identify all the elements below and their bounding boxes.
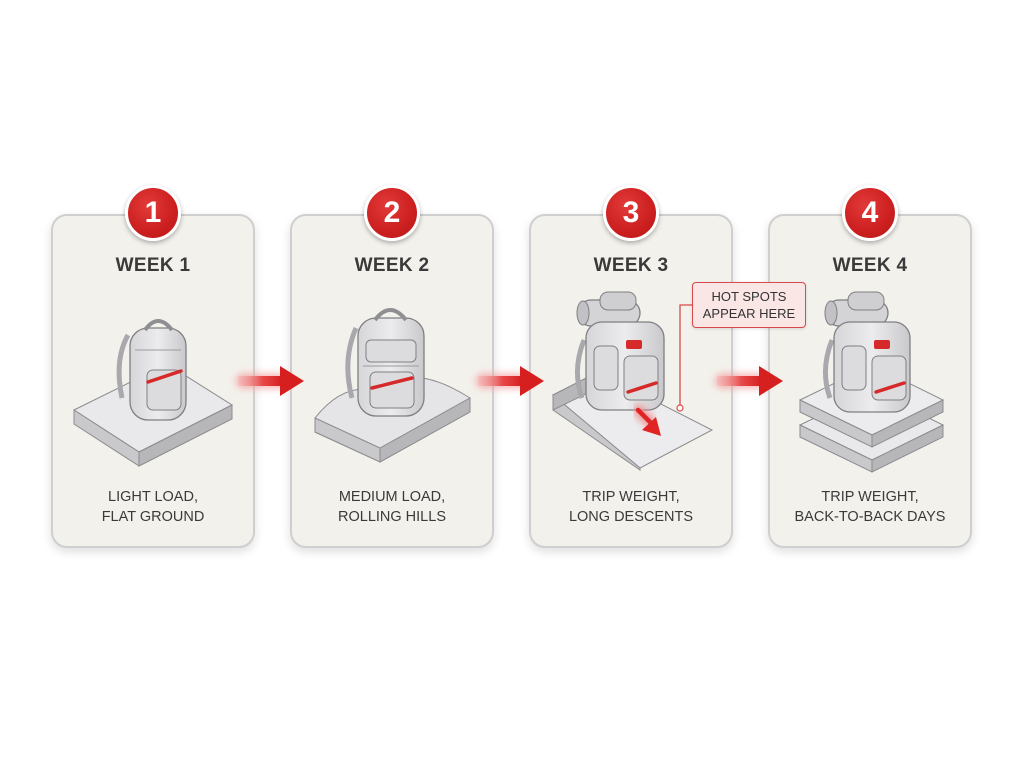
hot-spots-callout: HOT SPOTS APPEAR HERE <box>692 282 806 328</box>
step-caption: LIGHT LOAD, FLAT GROUND <box>51 487 255 527</box>
step-title: WEEK 3 <box>593 255 669 276</box>
arrow-right-icon <box>715 366 783 396</box>
arrow-right-icon <box>236 366 304 396</box>
step-title: WEEK 2 <box>354 255 430 276</box>
step-number-badge: 3 <box>603 185 659 241</box>
step-caption-line: LIGHT LOAD, <box>108 489 198 505</box>
step-caption-line: LONG DESCENTS <box>568 509 694 525</box>
step-caption-line: MEDIUM LOAD, <box>338 489 446 505</box>
rolling-hills-terrain <box>314 376 471 463</box>
backpack-icon <box>823 291 911 413</box>
step-number-badge: 2 <box>364 185 420 241</box>
step-caption: TRIP WEIGHT, LONG DESCENTS <box>529 487 733 527</box>
step-number-badge: 1 <box>125 185 181 241</box>
step-caption-line: TRIP WEIGHT, <box>821 489 919 505</box>
down-arrow-icon <box>633 405 661 436</box>
arrow-right-icon <box>476 366 544 396</box>
step-caption-line: BACK-TO-BACK DAYS <box>794 509 946 525</box>
step-title: WEEK 1 <box>115 255 191 276</box>
step-caption-line: TRIP WEIGHT, <box>582 489 680 505</box>
step-title: WEEK 4 <box>832 255 908 276</box>
step-caption-line: ROLLING HILLS <box>338 509 446 525</box>
callout-line: HOT SPOTS <box>711 289 787 304</box>
step-caption-line: FLAT GROUND <box>101 509 205 525</box>
step-caption: MEDIUM LOAD, ROLLING HILLS <box>290 487 494 527</box>
backpack-icon <box>345 308 425 417</box>
callout-line: APPEAR HERE <box>702 306 796 321</box>
step-number-badge: 4 <box>842 185 898 241</box>
backpack-icon <box>116 319 187 421</box>
callout-leader-line <box>676 304 694 412</box>
backpack-icon <box>575 291 665 411</box>
step-caption: TRIP WEIGHT, BACK-TO-BACK DAYS <box>768 487 972 527</box>
